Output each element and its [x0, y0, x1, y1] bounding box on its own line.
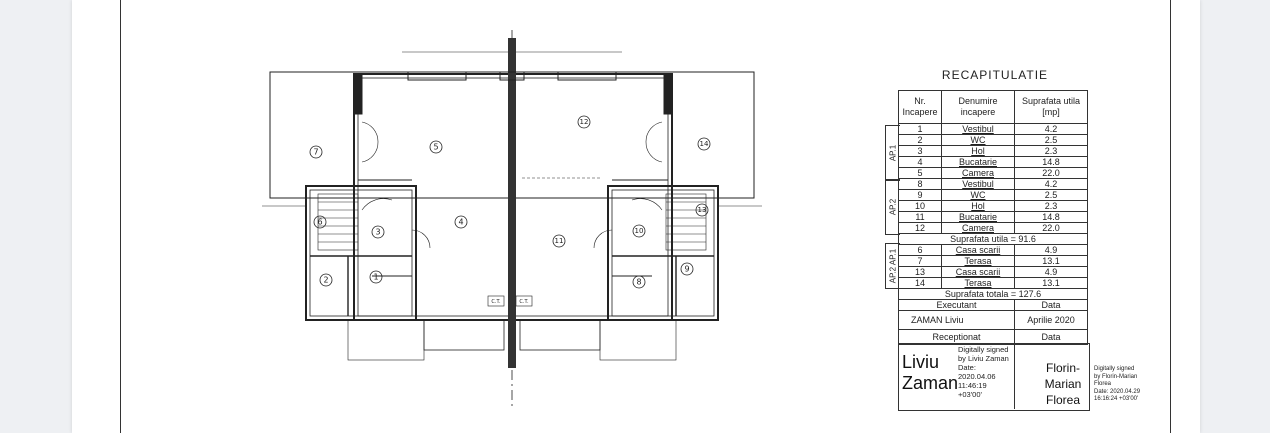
signature-divider [1014, 343, 1015, 409]
ct-label-left: C.T. [491, 299, 501, 305]
room-5: 5 [433, 143, 438, 152]
ct-label-right: C.T. [519, 299, 529, 305]
room-11: 11 [555, 237, 564, 245]
subtotal-row: Suprafata utila = 91.6 [898, 233, 1088, 245]
side-label-ap1: AP.1 [885, 125, 900, 181]
sheet-border-right [1170, 0, 1171, 433]
total-row: Suprafata totala = 127.6 [898, 288, 1088, 300]
room-2: 2 [323, 276, 328, 285]
signature-left-meta: Digitally signed by Liviu Zaman Date: 20… [958, 345, 1009, 399]
room-10: 10 [635, 227, 644, 235]
signature-box [898, 343, 1090, 411]
room-8: 8 [636, 278, 641, 287]
signature-right-name: Florin- Marian Florea [1044, 361, 1082, 407]
sheet-border-left [120, 0, 121, 433]
room-1: 1 [373, 273, 378, 282]
header-area: Suprafata utila [mp] [1014, 90, 1088, 124]
room-3: 3 [375, 228, 380, 237]
room-7: 7 [313, 148, 318, 157]
recap-table: Nr. Incapere Denumire incapere Suprafata… [898, 90, 1088, 345]
signature-left-name: Liviu Zaman [902, 352, 959, 393]
side-label-ap2-ap1: AP.2 AP.1 [885, 243, 900, 289]
room-14: 14 [700, 140, 709, 148]
header-nr: Nr. Incapere [898, 90, 942, 124]
room-4: 4 [458, 218, 463, 227]
header-name: Denumire incapere [941, 90, 1015, 124]
recap-title: RECAPITULATIE [941, 68, 1049, 82]
floor-plan: 1 2 3 4 5 6 7 8 9 10 11 12 13 14 C.T. C.… [262, 30, 762, 410]
room-6: 6 [317, 218, 322, 227]
room-13: 13 [698, 206, 707, 214]
room-9: 9 [684, 265, 689, 274]
side-label-ap2: AP.2 [885, 179, 900, 235]
room-12: 12 [580, 118, 589, 126]
signature-right-meta: Digitally signed by Florin-Marian Florea… [1094, 366, 1141, 402]
